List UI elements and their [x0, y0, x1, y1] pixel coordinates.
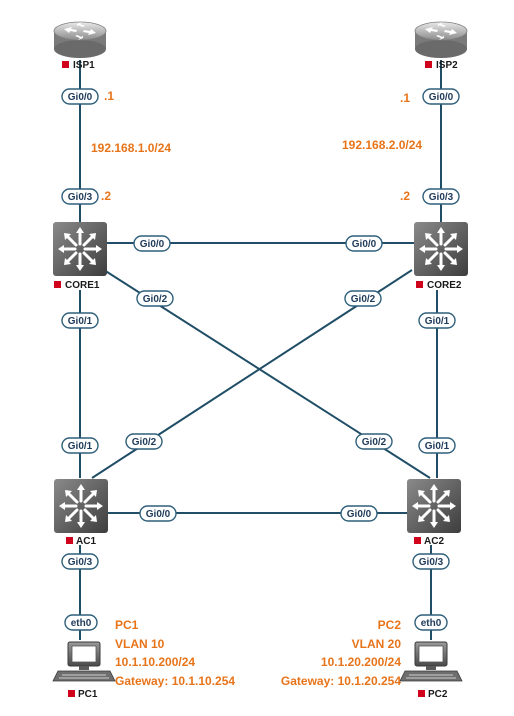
- interface-ac1-gi03[interactable]: Gi0/3: [61, 553, 99, 570]
- subnet-left: 192.168.1.0/24: [91, 141, 171, 155]
- device-label-isp1: ISP1: [73, 60, 95, 71]
- device-pc2[interactable]: [399, 641, 463, 682]
- device-isp2[interactable]: [414, 21, 468, 59]
- host-id-core2: .2: [400, 189, 410, 203]
- interface-core1-gi03[interactable]: Gi0/3: [61, 188, 99, 205]
- interface-label: Gi0/1: [68, 316, 93, 327]
- device-isp1[interactable]: [53, 21, 107, 59]
- status-marker: [414, 537, 421, 544]
- interface-label: Gi0/1: [425, 316, 450, 327]
- pc2-gateway: Gateway: 10.1.20.254: [281, 674, 401, 688]
- interface-ac2-gi02[interactable]: Gi0/2: [355, 433, 393, 450]
- interface-core2-gi00[interactable]: Gi0/0: [345, 235, 383, 252]
- subnet-right: 192.168.2.0/24: [342, 138, 422, 152]
- interface-label: Gi0/0: [146, 509, 171, 520]
- interface-label: Gi0/2: [362, 437, 387, 448]
- interface-pc2-eth0[interactable]: eth0: [414, 614, 448, 631]
- multilayer-switch-icon: [412, 220, 470, 278]
- device-label-core1: CORE1: [65, 280, 100, 291]
- interface-pc1-eth0[interactable]: eth0: [64, 614, 98, 631]
- device-label-pc2: PC2: [428, 689, 448, 700]
- interface-label: Gi0/3: [429, 192, 454, 203]
- status-marker: [418, 690, 425, 697]
- interface-label: Gi0/2: [351, 294, 376, 305]
- router-icon: [53, 21, 107, 59]
- router-icon: [414, 21, 468, 59]
- interface-core2-gi02[interactable]: Gi0/2: [344, 290, 382, 307]
- device-label-pc1: PC1: [78, 689, 98, 700]
- interface-label: Gi0/0: [352, 239, 377, 250]
- multilayer-switch-icon: [405, 477, 463, 535]
- interface-label: eth0: [71, 618, 92, 629]
- pc1-gateway: Gateway: 10.1.10.254: [115, 674, 235, 688]
- device-ac2[interactable]: [405, 477, 463, 535]
- interface-ac2-gi00[interactable]: Gi0/0: [340, 505, 378, 522]
- host-id-isp1: .1: [104, 89, 114, 103]
- device-label-isp2: ISP2: [436, 60, 458, 71]
- interface-ac1-gi00[interactable]: Gi0/0: [139, 505, 177, 522]
- status-marker: [62, 61, 69, 68]
- pc2-name: PC2: [378, 618, 402, 632]
- interface-label: Gi0/1: [425, 441, 450, 452]
- interface-label: Gi0/0: [68, 92, 93, 103]
- interface-label: Gi0/2: [132, 437, 157, 448]
- status-marker: [416, 281, 423, 288]
- pc-icon: [52, 641, 116, 682]
- interface-label: Gi0/0: [140, 239, 165, 250]
- interface-ac2-gi01[interactable]: Gi0/1: [418, 437, 456, 454]
- status-marker: [54, 281, 61, 288]
- pc2-ip: 10.1.20.200/24: [321, 655, 401, 669]
- interface-label: Gi0/0: [347, 509, 372, 520]
- device-core2[interactable]: [412, 220, 470, 278]
- pc1-info: PC1 VLAN 10 10.1.10.200/24 Gateway: 10.1…: [115, 618, 235, 688]
- interface-isp2-gi00[interactable]: Gi0/0: [422, 88, 460, 105]
- interface-ac2-gi03[interactable]: Gi0/3: [412, 553, 450, 570]
- interface-core1-gi00[interactable]: Gi0/0: [133, 235, 171, 252]
- interface-core1-gi01[interactable]: Gi0/1: [61, 312, 99, 329]
- device-label-ac1: AC1: [76, 536, 96, 547]
- interface-label: Gi0/1: [68, 441, 93, 452]
- interface-label: Gi0/3: [68, 557, 93, 568]
- pc-icon: [399, 641, 463, 682]
- pc2-vlan: VLAN 20: [352, 637, 402, 651]
- device-core1[interactable]: [51, 220, 109, 278]
- interface-ac1-gi02[interactable]: Gi0/2: [125, 433, 163, 450]
- interface-label: Gi0/0: [429, 92, 454, 103]
- device-ac1[interactable]: [52, 477, 110, 535]
- multilayer-switch-icon: [51, 220, 109, 278]
- status-marker: [425, 61, 432, 68]
- status-marker: [66, 537, 73, 544]
- interface-core2-gi03[interactable]: Gi0/3: [422, 188, 460, 205]
- interface-label: Gi0/3: [68, 192, 93, 203]
- multilayer-switch-icon: [52, 477, 110, 535]
- pc1-name: PC1: [115, 618, 139, 632]
- device-pc1[interactable]: [52, 641, 116, 682]
- device-label-core2: CORE2: [427, 280, 462, 291]
- host-id-isp2: .1: [400, 91, 410, 105]
- pc1-vlan: VLAN 10: [115, 637, 165, 651]
- pc1-ip: 10.1.10.200/24: [115, 655, 195, 669]
- interface-label: Gi0/2: [143, 294, 168, 305]
- device-label-ac2: AC2: [424, 536, 444, 547]
- host-id-core1: .2: [101, 189, 111, 203]
- interface-isp1-gi00[interactable]: Gi0/0: [61, 88, 99, 105]
- pc2-info: PC2 VLAN 20 10.1.20.200/24 Gateway: 10.1…: [281, 618, 401, 688]
- interface-ac1-gi01[interactable]: Gi0/1: [61, 437, 99, 454]
- interface-label: eth0: [421, 618, 442, 629]
- interface-core1-gi02[interactable]: Gi0/2: [136, 290, 174, 307]
- status-marker: [68, 690, 75, 697]
- interface-label: Gi0/3: [419, 557, 444, 568]
- interface-core2-gi01[interactable]: Gi0/1: [418, 312, 456, 329]
